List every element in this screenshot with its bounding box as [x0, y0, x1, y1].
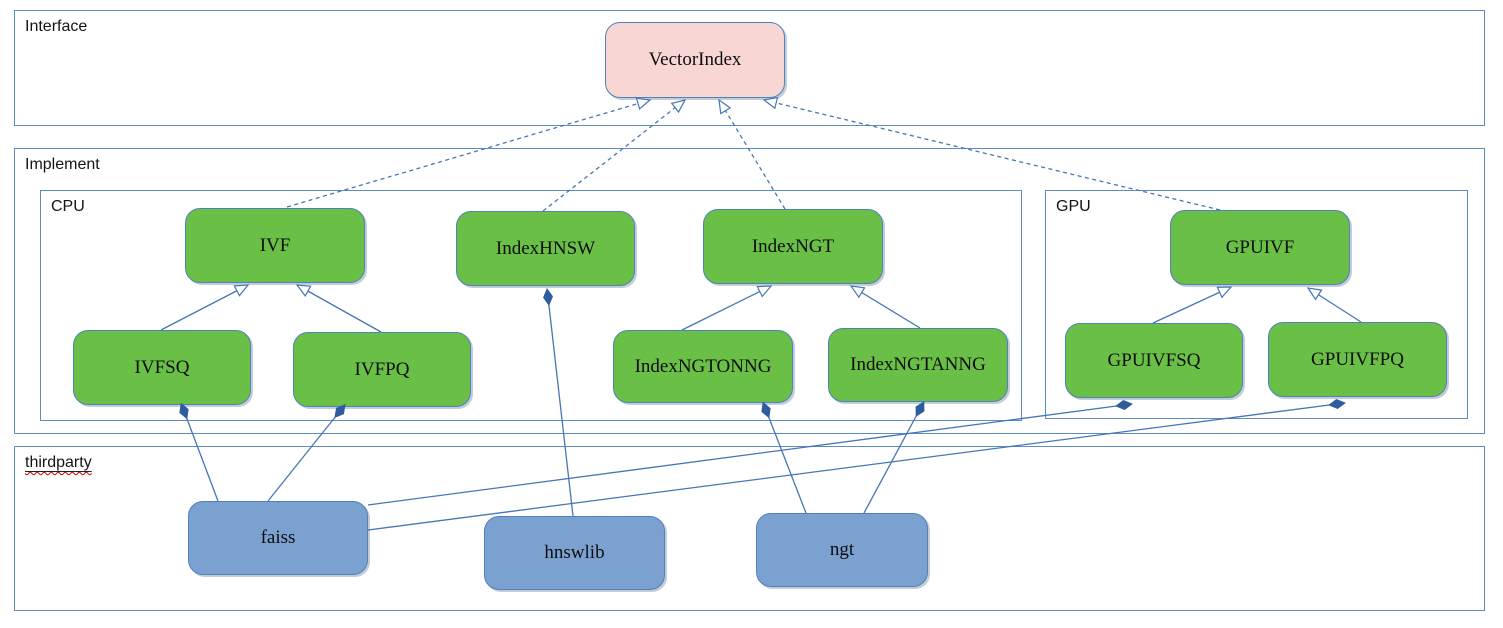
node-indexngt: IndexNGT	[703, 209, 883, 284]
node-faiss-label: faiss	[260, 527, 296, 548]
node-ivf: IVF	[185, 208, 365, 283]
node-gpuivf-label: GPUIVF	[1225, 236, 1295, 258]
node-indexngtonng-label: IndexNGTONNG	[634, 355, 772, 377]
interface-label: Interface	[25, 18, 88, 35]
node-indexngtonng: IndexNGTONNG	[613, 330, 793, 403]
thirdparty-label: thirdparty	[25, 454, 92, 471]
node-ivfsq: IVFSQ	[73, 330, 251, 405]
node-vectorindex-label: VectorIndex	[648, 49, 742, 70]
node-ngt: ngt	[756, 513, 928, 587]
gpu-label: GPU	[1056, 198, 1091, 215]
node-indexngtanng-label: IndexNGTANNG	[850, 354, 986, 375]
cpu-label: CPU	[51, 198, 85, 215]
node-faiss: faiss	[188, 501, 368, 575]
node-hnswlib-label: hnswlib	[544, 542, 605, 563]
node-gpuivfpq: GPUIVFPQ	[1268, 322, 1447, 397]
node-ivfsq-label: IVFSQ	[134, 356, 190, 378]
node-indexngt-label: IndexNGT	[751, 235, 835, 257]
node-ivfpq-label: IVFPQ	[354, 358, 410, 380]
node-hnswlib: hnswlib	[484, 516, 665, 590]
node-indexngtanng: IndexNGTANNG	[828, 328, 1008, 402]
node-vectorindex: VectorIndex	[605, 22, 785, 98]
node-ngt-label: ngt	[829, 539, 855, 560]
node-ivf-label: IVF	[259, 234, 291, 256]
node-ivfpq: IVFPQ	[293, 332, 471, 407]
node-gpuivf: GPUIVF	[1170, 210, 1350, 285]
implement-label: Implement	[25, 156, 100, 173]
node-indexhnsw: IndexHNSW	[456, 211, 635, 286]
node-indexhnsw-label: IndexHNSW	[495, 237, 596, 259]
node-gpuivfpq-label: GPUIVFPQ	[1311, 348, 1404, 370]
node-gpuivfsq: GPUIVFSQ	[1065, 323, 1243, 398]
node-gpuivfsq-label: GPUIVFSQ	[1107, 349, 1201, 371]
